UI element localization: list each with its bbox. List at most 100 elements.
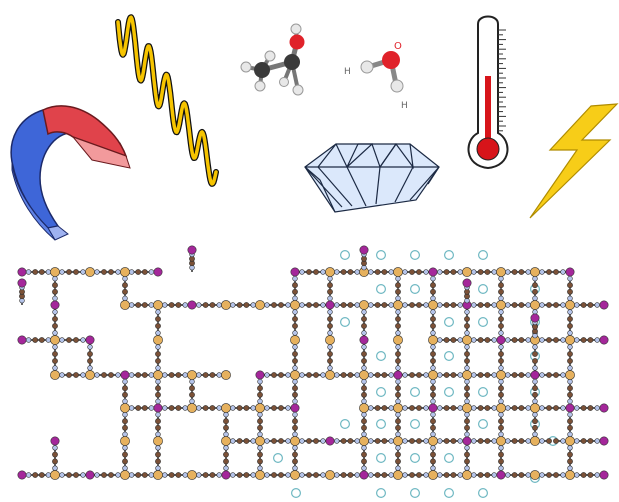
linker-atom: [101, 472, 107, 478]
nitrogen-atom: [292, 431, 298, 438]
metal-node: [290, 470, 300, 480]
linker-atom: [518, 438, 525, 444]
linker-atom: [236, 405, 243, 411]
guest-molecule: [444, 453, 455, 464]
linker-atom: [135, 472, 142, 478]
nitrogen-atom: [395, 309, 401, 315]
terminal-atom: [496, 470, 506, 480]
linker-atom: [464, 424, 470, 431]
metal-node: [221, 403, 231, 413]
metal-node: [153, 370, 163, 380]
terminal-atom: [221, 470, 231, 480]
linker-atom: [347, 372, 354, 378]
nitrogen-atom: [257, 465, 263, 471]
nitrogen-atom: [567, 378, 573, 385]
metal-node: [359, 436, 369, 446]
linker-atom: [257, 418, 263, 425]
horseshoe-magnet-icon: [10, 105, 131, 241]
nitrogen-atom: [320, 269, 326, 275]
metal-node: [221, 370, 231, 380]
nitrogen-atom: [361, 465, 367, 471]
nitrogen-atom: [196, 302, 202, 308]
metal-node: [393, 470, 403, 480]
nitrogen-atom: [567, 295, 573, 302]
nitrogen-atom: [189, 398, 195, 405]
linker-atom: [361, 358, 367, 364]
nitrogen-atom: [464, 445, 470, 451]
linker-atom: [395, 323, 401, 329]
nitrogen-atom: [430, 465, 436, 471]
linker-atom: [477, 337, 484, 343]
nitrogen-atom: [52, 275, 58, 282]
nitrogen-atom: [122, 445, 128, 451]
linker-atom: [340, 372, 347, 378]
linker-atom: [416, 372, 422, 378]
linker-atom: [292, 316, 298, 322]
nitrogen-atom: [423, 269, 429, 275]
nitrogen-atom: [334, 269, 340, 275]
nitrogen-atom: [80, 372, 86, 378]
nitrogen-atom: [471, 372, 477, 378]
linker-atom: [257, 385, 263, 392]
nitrogen-atom: [560, 438, 566, 444]
linker-atom: [306, 302, 312, 308]
linker-atom: [101, 372, 107, 378]
linker-atom: [498, 288, 504, 295]
linker-atom: [361, 351, 367, 357]
nitrogen-atom: [423, 405, 429, 411]
terminal-atom: [17, 470, 27, 480]
terminal-atom: [187, 300, 197, 310]
linker-atom: [278, 302, 284, 308]
nitrogen-atom: [395, 365, 401, 371]
linker-atom: [580, 302, 587, 308]
nitrogen-atom: [567, 330, 573, 336]
linker-atom: [511, 372, 518, 378]
nitrogen-atom: [505, 372, 511, 378]
nitrogen-atom: [567, 465, 573, 471]
coordination-framework-lattice: [17, 245, 609, 499]
nitrogen-atom: [491, 372, 497, 378]
nitrogen-atom: [80, 472, 86, 478]
nitrogen-atom: [285, 372, 291, 378]
nitrogen-atom: [128, 269, 135, 275]
linker-atom: [361, 424, 367, 431]
guest-molecule: [340, 419, 351, 430]
linker-atom: [340, 472, 347, 478]
linker-atom: [587, 405, 594, 411]
linker-atom: [450, 302, 457, 308]
metal-node: [85, 370, 95, 380]
metal-node: [565, 470, 575, 480]
nitrogen-atom: [292, 344, 298, 350]
nitrogen-atom: [250, 405, 256, 411]
nitrogen-atom: [162, 472, 168, 478]
terminal-atom: [290, 267, 300, 277]
metal-node: [50, 370, 60, 380]
linker-atom: [168, 472, 175, 478]
nitrogen-atom: [59, 472, 65, 478]
nitrogen-atom: [525, 405, 531, 411]
metal-node: [153, 335, 163, 345]
nitrogen-atom: [539, 405, 545, 411]
linker-atom: [361, 391, 367, 398]
nitrogen-atom: [395, 398, 401, 405]
nitrogen-atom: [498, 445, 504, 451]
guest-molecule: [478, 317, 489, 328]
nitrogen-atom: [354, 372, 360, 378]
linker-atom: [52, 282, 58, 289]
nitrogen-atom: [115, 472, 121, 478]
nitrogen-atom: [457, 302, 463, 308]
nitrogen-atom: [94, 269, 100, 275]
nitrogen-atom: [567, 411, 573, 418]
nitrogen-atom: [155, 330, 161, 336]
linker-atom: [202, 302, 209, 308]
metal-node: [462, 267, 472, 277]
guest-molecule: [478, 488, 489, 499]
nitrogen-atom: [230, 438, 236, 444]
guest-molecule: [376, 351, 387, 362]
linker-atom: [498, 351, 504, 357]
terminal-atom: [565, 267, 575, 277]
linker-atom: [580, 472, 587, 478]
terminal-atom: [17, 267, 27, 277]
nitrogen-atom: [250, 472, 256, 478]
metal-node: [496, 403, 506, 413]
